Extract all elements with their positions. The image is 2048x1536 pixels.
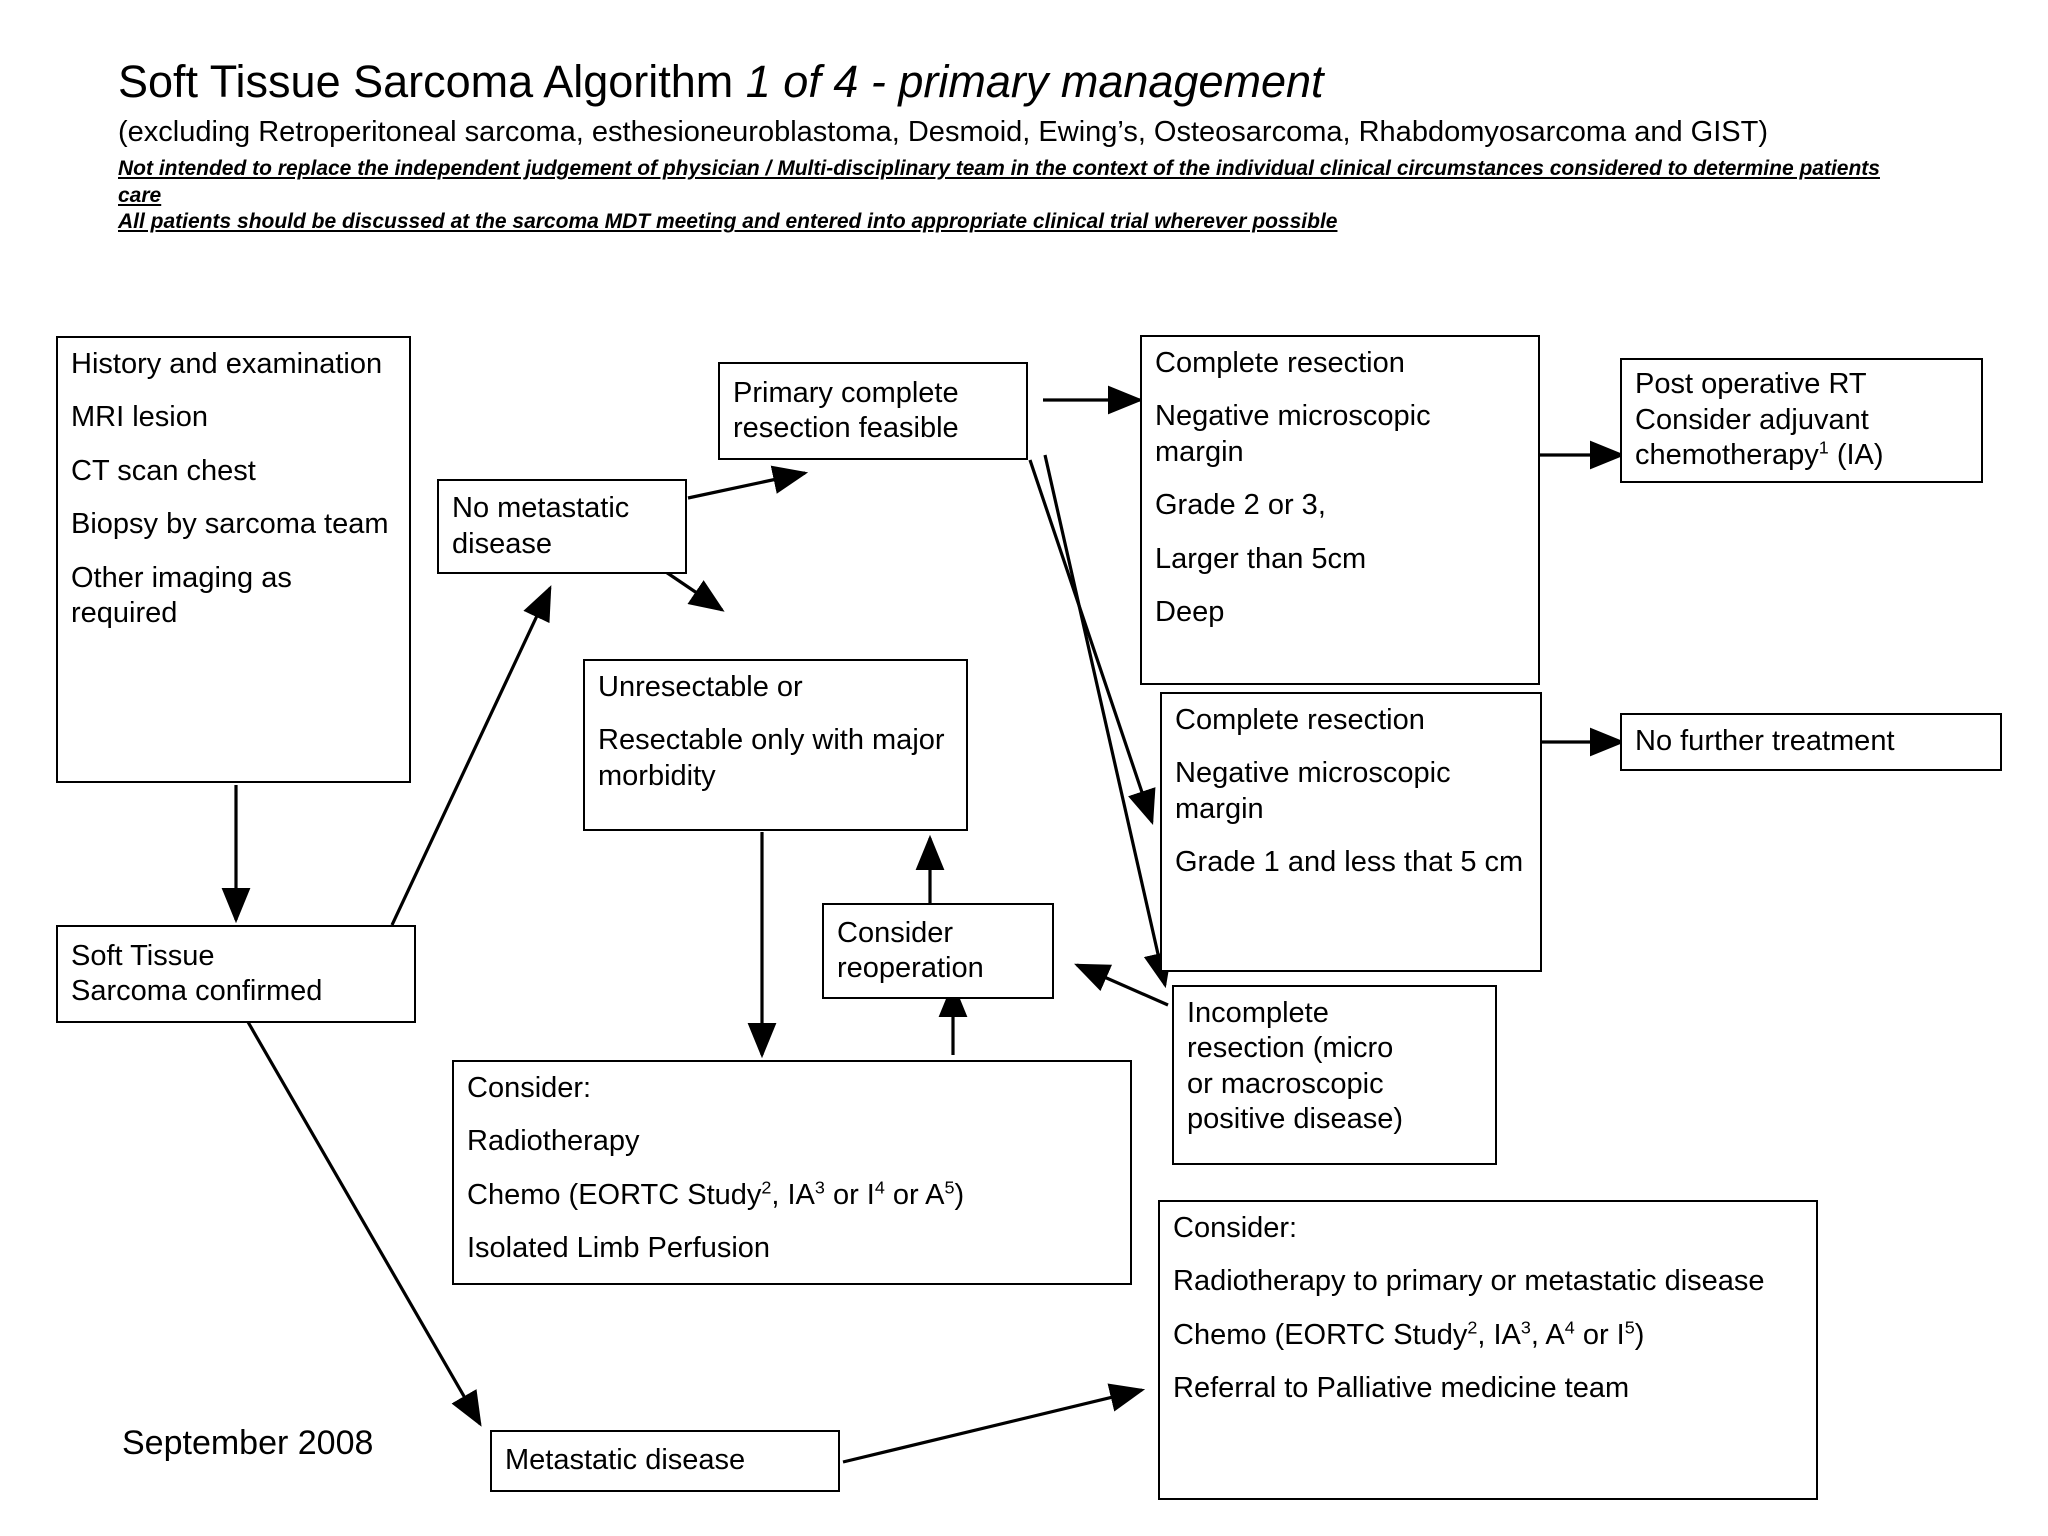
consider-mets-referral: Referral to Palliative medicine team <box>1173 1372 1630 1405</box>
arrow-incomplete-to-reoperation <box>1074 963 1169 1007</box>
incomplete-line-2: resection (micro <box>1187 1032 1394 1065</box>
arrow-nomets-to-unresectable <box>659 566 725 612</box>
arrow-primary-to-complete-low <box>1028 459 1156 826</box>
workup-line-3: CT scan chest <box>71 454 256 487</box>
complete-high-line-3: Grade 2 or 3, <box>1155 489 1326 522</box>
metastatic-label: Metastatic disease <box>505 1444 746 1477</box>
node-incomplete-resection[interactable]: Incomplete resection (micro or macroscop… <box>1172 985 1497 1165</box>
reoperation-line-2: reoperation <box>837 952 984 984</box>
arrow-metastatic-to-consider-mets <box>842 1383 1146 1464</box>
complete-low-line-3: Grade 1 and less that 5 cm <box>1175 846 1524 879</box>
consider-local-ilp: Isolated Limb Perfusion <box>467 1232 771 1265</box>
reoperation-line-1: Consider <box>837 916 954 949</box>
workup-line-2: MRI lesion <box>71 401 208 434</box>
unresectable-line-2: Resectable only with major morbidity <box>598 724 945 792</box>
disclaimer-line-2: All patients should be discussed at the … <box>118 210 1338 234</box>
node-unresectable[interactable]: Unresectable or Resectable only with maj… <box>583 659 968 831</box>
complete-low-line-2: Negative microscopic margin <box>1175 757 1451 825</box>
complete-low-line-1: Complete resection <box>1175 704 1425 736</box>
node-consider-local-therapy[interactable]: Consider: Radiotherapy Chemo (EORTC Stud… <box>452 1060 1132 1285</box>
node-complete-resection-low-grade[interactable]: Complete resection Negative microscopic … <box>1160 692 1542 972</box>
node-primary-complete-resection-feasible[interactable]: Primary complete resection feasible <box>718 362 1028 460</box>
arrow-nomets-to-primary <box>687 465 809 500</box>
postop-chemo-suffix: (IA) <box>1828 439 1884 472</box>
postop-line-1: Post operative RT <box>1635 368 1867 401</box>
title-emphasis: 1 of 4 - primary management <box>745 56 1324 107</box>
workup-line-4: Biopsy by sarcoma team <box>71 508 389 541</box>
date-stamp: September 2008 <box>122 1424 374 1462</box>
postop-line-2: Consider adjuvant <box>1635 403 1869 436</box>
node-sarcoma-confirmed[interactable]: Soft Tissue Sarcoma confirmed <box>56 925 416 1023</box>
primary-line-1: Primary complete <box>733 376 959 409</box>
incomplete-line-4: positive disease) <box>1187 1103 1403 1136</box>
complete-high-line-4: Larger than 5cm <box>1155 542 1367 575</box>
title-main: Soft Tissue Sarcoma Algorithm <box>118 56 746 107</box>
node-no-further-treatment[interactable]: No further treatment <box>1620 713 2002 771</box>
document-header: Soft Tissue Sarcoma Algorithm 1 of 4 - p… <box>118 58 1978 236</box>
node-post-operative-rt[interactable]: Post operative RT Consider adjuvant chem… <box>1620 358 1983 483</box>
node-workup[interactable]: History and examination MRI lesion CT sc… <box>56 336 411 783</box>
complete-high-line-2: Negative microscopic margin <box>1155 400 1431 468</box>
unresectable-line-1: Unresectable or <box>598 671 803 703</box>
confirmed-line-2: Sarcoma confirmed <box>71 975 323 1007</box>
workup-line-5: Other imaging as required <box>71 561 292 629</box>
primary-line-2: resection feasible <box>733 412 959 444</box>
consider-local-heading: Consider: <box>467 1072 592 1104</box>
consider-mets-heading: Consider: <box>1173 1212 1298 1244</box>
complete-high-line-5: Deep <box>1155 595 1225 628</box>
no-further-label: No further treatment <box>1635 725 1895 758</box>
node-metastatic-disease[interactable]: Metastatic disease <box>490 1430 840 1492</box>
disclaimer-line-1: Not intended to replace the independent … <box>118 157 1880 207</box>
consider-local-radiotherapy: Radiotherapy <box>467 1125 640 1158</box>
page-title: Soft Tissue Sarcoma Algorithm 1 of 4 - p… <box>118 58 1978 106</box>
node-consider-metastatic-management[interactable]: Consider: Radiotherapy to primary or met… <box>1158 1200 1818 1500</box>
node-no-metastatic-disease[interactable]: No metastatic disease <box>437 479 687 574</box>
consider-local-chemo: Chemo (EORTC Study2, IA3 or I4 or A5) <box>467 1177 965 1211</box>
no-mets-line-2: disease <box>452 527 552 560</box>
node-consider-reoperation[interactable]: Consider reoperation <box>822 903 1054 999</box>
disclaimer: Not intended to replace the independent … <box>118 156 1928 236</box>
workup-line-1: History and examination <box>71 348 383 380</box>
confirmed-line-1: Soft Tissue <box>71 939 215 972</box>
node-complete-resection-high-grade[interactable]: Complete resection Negative microscopic … <box>1140 335 1540 685</box>
arrow-confirmed-to-metastatic <box>246 1021 482 1427</box>
complete-high-line-1: Complete resection <box>1155 347 1405 379</box>
arrow-confirmed-to-no-mets <box>390 585 552 926</box>
postop-chemo-superscript: 1 <box>1818 437 1829 458</box>
incomplete-line-1: Incomplete <box>1187 997 1329 1029</box>
arrow-primary-to-incomplete <box>1043 454 1172 989</box>
no-mets-line-1: No metastatic <box>452 492 630 525</box>
page-subtitle: (excluding Retroperitoneal sarcoma, esth… <box>118 115 1769 148</box>
consider-mets-chemo: Chemo (EORTC Study2, IA3, A4 or I5) <box>1173 1317 1645 1351</box>
incomplete-line-3: or macroscopic <box>1187 1067 1384 1100</box>
postop-line-3: chemotherapy1 (IA) <box>1635 438 1968 473</box>
postop-chemo-prefix: chemotherapy <box>1635 439 1819 472</box>
consider-mets-radiotherapy: Radiotherapy to primary or metastatic di… <box>1173 1265 1765 1298</box>
